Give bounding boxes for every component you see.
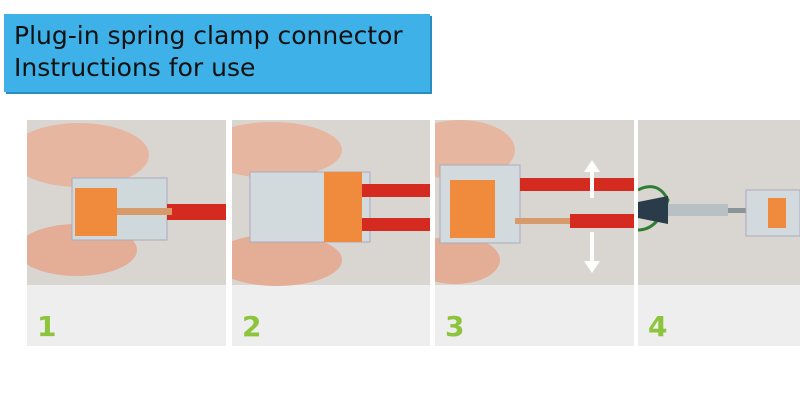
step-panel-1: 1 xyxy=(27,120,226,346)
step-panel-4: 4 xyxy=(638,120,800,346)
step-panel-3: 3 xyxy=(435,120,634,346)
step-panel-2: 2 xyxy=(232,120,430,346)
step-number-3: 3 xyxy=(445,310,465,343)
step-number-1: 1 xyxy=(37,310,57,343)
title-line-1: Plug-in spring clamp connector xyxy=(14,21,403,50)
step-number-4: 4 xyxy=(648,310,668,343)
step-1-photo xyxy=(27,120,226,346)
step-number-2: 2 xyxy=(242,310,262,343)
step-2-photo xyxy=(232,120,430,346)
title-banner: Plug-in spring clamp connector Instructi… xyxy=(4,14,430,92)
title-line-2: Instructions for use xyxy=(14,53,256,82)
step-4-photo xyxy=(638,120,800,346)
step-3-photo xyxy=(435,120,634,346)
